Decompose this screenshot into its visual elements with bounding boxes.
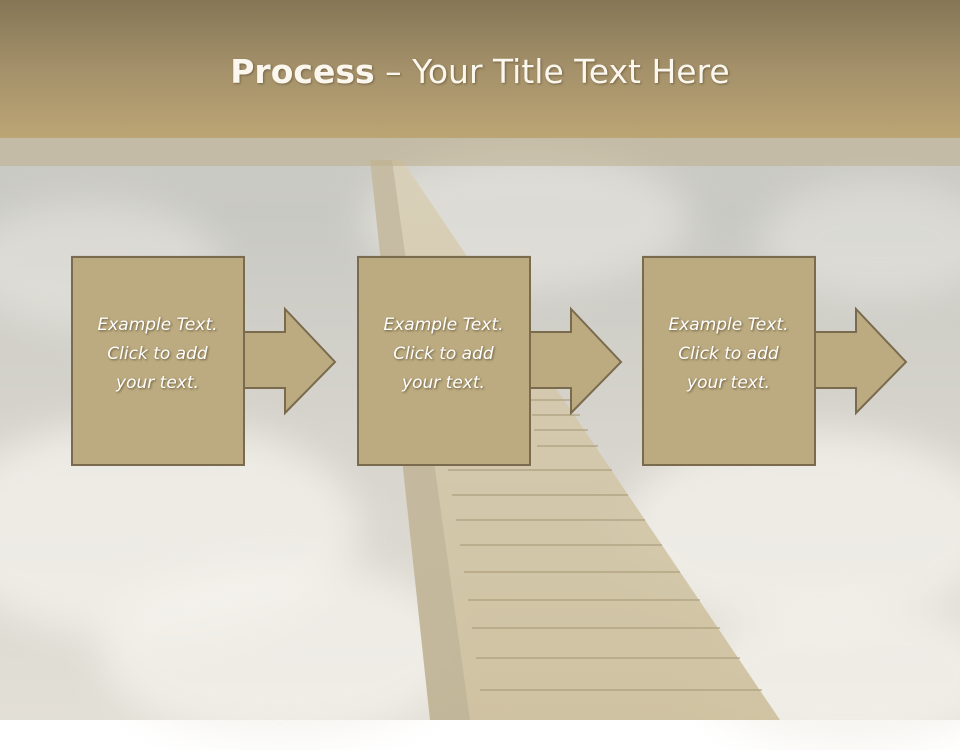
step-line-1: Example Text. xyxy=(383,315,504,335)
step-line-3: your text. xyxy=(116,373,199,393)
step-line-1: Example Text. xyxy=(668,315,789,335)
slide-title[interactable]: Process – Your Title Text Here xyxy=(0,52,960,91)
process-step-3[interactable]: Example Text. Click to add your text. xyxy=(642,255,942,516)
title-bold-text: Process xyxy=(230,52,375,91)
title-rest-text: – Your Title Text Here xyxy=(374,52,730,91)
step-text[interactable]: Example Text. Click to add your text. xyxy=(357,311,530,398)
step-text[interactable]: Example Text. Click to add your text. xyxy=(71,311,244,398)
step-arrow-shape xyxy=(642,255,908,466)
process-step-1[interactable]: Example Text. Click to add your text. xyxy=(71,255,371,516)
step-arrow-shape xyxy=(71,255,337,466)
step-text[interactable]: Example Text. Click to add your text. xyxy=(642,311,815,398)
step-arrow-shape xyxy=(357,255,623,466)
process-step-2[interactable]: Example Text. Click to add your text. xyxy=(357,255,657,516)
step-line-2: Click to add xyxy=(107,344,208,364)
step-line-2: Click to add xyxy=(393,344,494,364)
step-line-3: your text. xyxy=(687,373,770,393)
step-line-2: Click to add xyxy=(678,344,779,364)
title-bar-shadow-band xyxy=(0,138,960,166)
title-bar xyxy=(0,0,960,138)
step-line-1: Example Text. xyxy=(97,315,218,335)
step-line-3: your text. xyxy=(402,373,485,393)
